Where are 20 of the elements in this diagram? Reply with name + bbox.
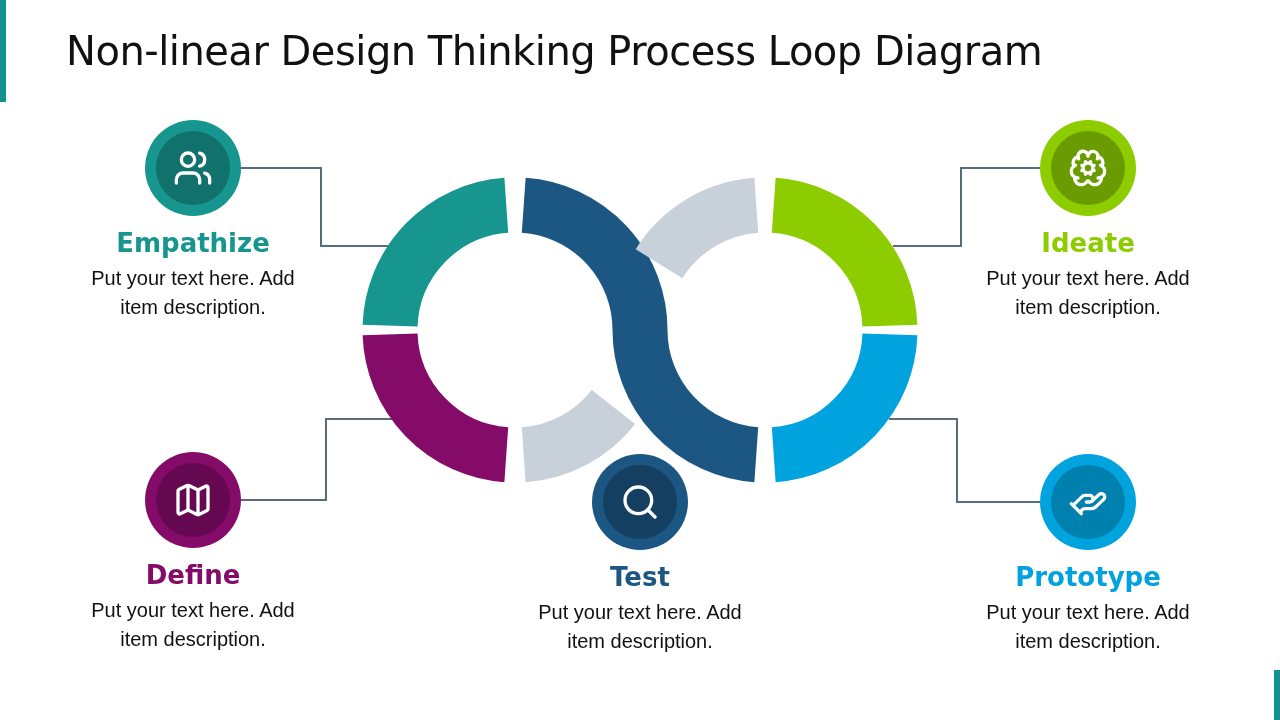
step-heading: Prototype — [1015, 562, 1161, 592]
ring-segment — [362, 178, 510, 329]
step-heading: Ideate — [1041, 228, 1135, 258]
leader-line — [888, 418, 1041, 503]
step-heading: Empathize — [116, 228, 270, 258]
step-heading: Define — [145, 560, 241, 590]
ring-segment — [362, 331, 510, 482]
ring-segment — [770, 331, 918, 482]
s-curve-segment — [520, 178, 760, 482]
ring-segment — [770, 178, 918, 329]
slide-title: Non-linear Design Thinking Process Loop Diagram — [66, 28, 1043, 74]
step-description: Put your text here. Add item description. — [90, 598, 296, 652]
step-description: Put your text here. Add item description. — [985, 600, 1191, 654]
step-description: Put your text here. Add item description. — [90, 266, 296, 320]
step-description: Put your text here. Add item description. — [537, 600, 743, 654]
leader-line — [892, 167, 1041, 247]
leader-line — [240, 418, 393, 501]
leader-line — [240, 167, 389, 247]
step-heading: Test — [610, 562, 670, 592]
step-description: Put your text here. Add item description. — [985, 266, 1191, 320]
